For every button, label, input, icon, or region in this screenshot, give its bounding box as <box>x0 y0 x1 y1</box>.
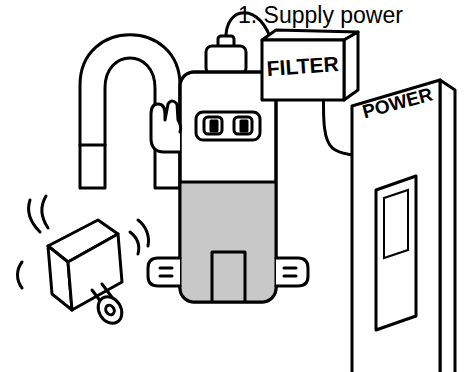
box-side <box>344 32 358 100</box>
motor-knob-hub <box>104 304 116 317</box>
robot-waist <box>181 181 275 184</box>
robot-eye-right <box>234 117 252 134</box>
robot-visor <box>196 112 260 140</box>
robot-cap <box>206 46 246 74</box>
robot-eye-left <box>204 117 222 134</box>
robot-lower-fill <box>181 182 275 301</box>
plate-side <box>440 80 455 372</box>
filter-box: FILTER <box>262 40 344 100</box>
power-switch-plate: POWER <box>352 80 455 372</box>
robot-right-hand <box>276 258 308 286</box>
node-label: FILTER <box>266 52 339 81</box>
motor <box>18 196 149 328</box>
heading: 1. Supply power <box>238 2 403 29</box>
motor-knob <box>93 292 126 327</box>
horseshoe-magnet <box>80 35 180 188</box>
rocker-highlight <box>384 190 408 258</box>
box-front <box>262 40 344 100</box>
robot-body <box>180 72 276 302</box>
robot-raised-hand <box>151 101 181 152</box>
rocker-switch <box>376 176 416 330</box>
motor-wires <box>28 196 48 232</box>
robot-left-hand <box>148 258 180 286</box>
robot-legs <box>212 252 245 301</box>
magnet-body <box>80 35 180 188</box>
power-cable <box>324 100 353 155</box>
robot-pupil-left <box>211 121 217 131</box>
motion-lines <box>18 220 149 288</box>
plate-front <box>352 80 440 372</box>
robot-pupil-right <box>241 121 247 131</box>
node-outline <box>352 80 455 372</box>
robot-outline <box>180 72 276 302</box>
